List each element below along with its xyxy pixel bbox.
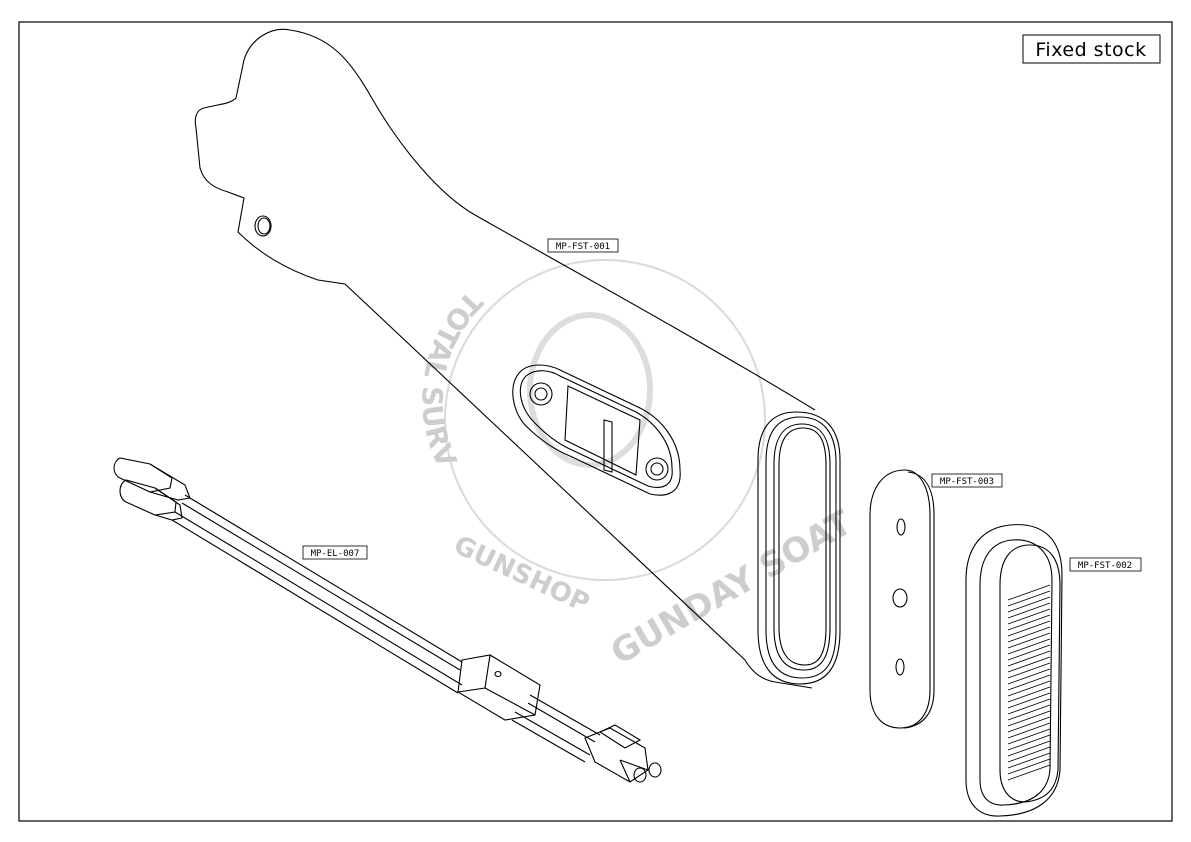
buttpad-face bbox=[999, 544, 1061, 803]
callout-stock-frame bbox=[547, 238, 619, 253]
buttpad-drawing bbox=[965, 524, 1063, 817]
sling-plate-inner bbox=[519, 370, 673, 488]
sling-screw-left bbox=[529, 382, 553, 406]
spacer-slot-bottom bbox=[895, 658, 905, 676]
wire-harness-drawing bbox=[113, 457, 662, 783]
connector-pin-b bbox=[648, 762, 662, 778]
terminal-top bbox=[113, 457, 173, 493]
connector-latch bbox=[598, 724, 642, 749]
callout-wire-frame bbox=[302, 545, 368, 560]
connector-face bbox=[619, 759, 649, 783]
sling-plate-outline bbox=[512, 364, 681, 496]
spacer-outline bbox=[869, 469, 931, 729]
sling-screw-left-inner bbox=[534, 387, 548, 401]
buttpad-rim bbox=[979, 539, 1053, 806]
wire-upper-b bbox=[181, 502, 461, 671]
buttpad-outline bbox=[965, 524, 1063, 817]
sling-screw-right-inner bbox=[650, 462, 664, 476]
connector-body bbox=[584, 727, 649, 783]
callout-spacer-frame bbox=[931, 473, 1003, 488]
wire-out-b bbox=[527, 702, 596, 743]
sling-slot bbox=[564, 385, 641, 476]
sheet-border bbox=[18, 21, 1173, 822]
callout-buttpad: MP-FST-002 bbox=[1069, 557, 1142, 572]
spacer-hole-center bbox=[892, 588, 908, 608]
wire-out-d bbox=[511, 719, 586, 763]
callout-stock: MP-FST-001 bbox=[547, 238, 619, 253]
stock-butt-face-inner bbox=[778, 427, 827, 666]
spacer-drawing bbox=[869, 469, 935, 729]
wire-lower-a bbox=[174, 511, 463, 686]
sling-screw-right bbox=[645, 457, 669, 481]
drawing-title: Fixed stock bbox=[1035, 39, 1146, 61]
callout-buttpad-label: MP-FST-002 bbox=[1078, 561, 1132, 571]
stock-pin-hole-inner bbox=[257, 217, 271, 235]
sleeve-mark bbox=[494, 670, 502, 678]
callout-spacer: MP-FST-003 bbox=[931, 473, 1003, 488]
watermark-arc-text: TOTAL SURVIVAL bbox=[0, 0, 489, 473]
callout-wire-label: MP-EL-007 bbox=[311, 549, 360, 559]
title-frame bbox=[1022, 34, 1161, 64]
wire-upper-a bbox=[184, 494, 463, 663]
callout-spacer-label: MP-FST-003 bbox=[940, 477, 994, 487]
callout-buttpad-frame bbox=[1069, 557, 1142, 572]
watermark-gunshop: GUNSHOP bbox=[449, 530, 594, 619]
wire-out-a bbox=[529, 694, 601, 736]
spacer-slot-top bbox=[896, 518, 906, 536]
stock-butt-face bbox=[773, 423, 831, 671]
buttpad-ribs bbox=[1007, 584, 1051, 781]
spacer-edge bbox=[903, 471, 935, 729]
wire-out-c bbox=[514, 711, 591, 756]
stock-butt-rim-outer bbox=[757, 411, 841, 685]
title-block: Fixed stock bbox=[1022, 34, 1161, 64]
watermark-ring bbox=[444, 259, 766, 581]
connector-pin-a bbox=[633, 767, 647, 783]
callout-stock-label: MP-FST-001 bbox=[556, 242, 610, 252]
callout-wire: MP-EL-007 bbox=[302, 545, 368, 560]
stock-drawing bbox=[194, 28, 841, 689]
watermark: TOTAL SURVIVAL GUNSHOP GUNDAY SOAT bbox=[0, 0, 859, 673]
stock-butt-rim-mid bbox=[765, 416, 837, 679]
sling-bar bbox=[603, 419, 613, 473]
stock-outline bbox=[194, 28, 816, 689]
wire-lower-b bbox=[171, 519, 459, 694]
terminal-top-ferrule bbox=[149, 463, 191, 501]
terminal-bottom bbox=[119, 479, 177, 516]
terminal-bottom-ferrule bbox=[154, 487, 183, 521]
sleeve-body bbox=[457, 654, 541, 721]
sleeve-edge bbox=[457, 654, 536, 716]
stock-pin-hole bbox=[254, 215, 272, 237]
